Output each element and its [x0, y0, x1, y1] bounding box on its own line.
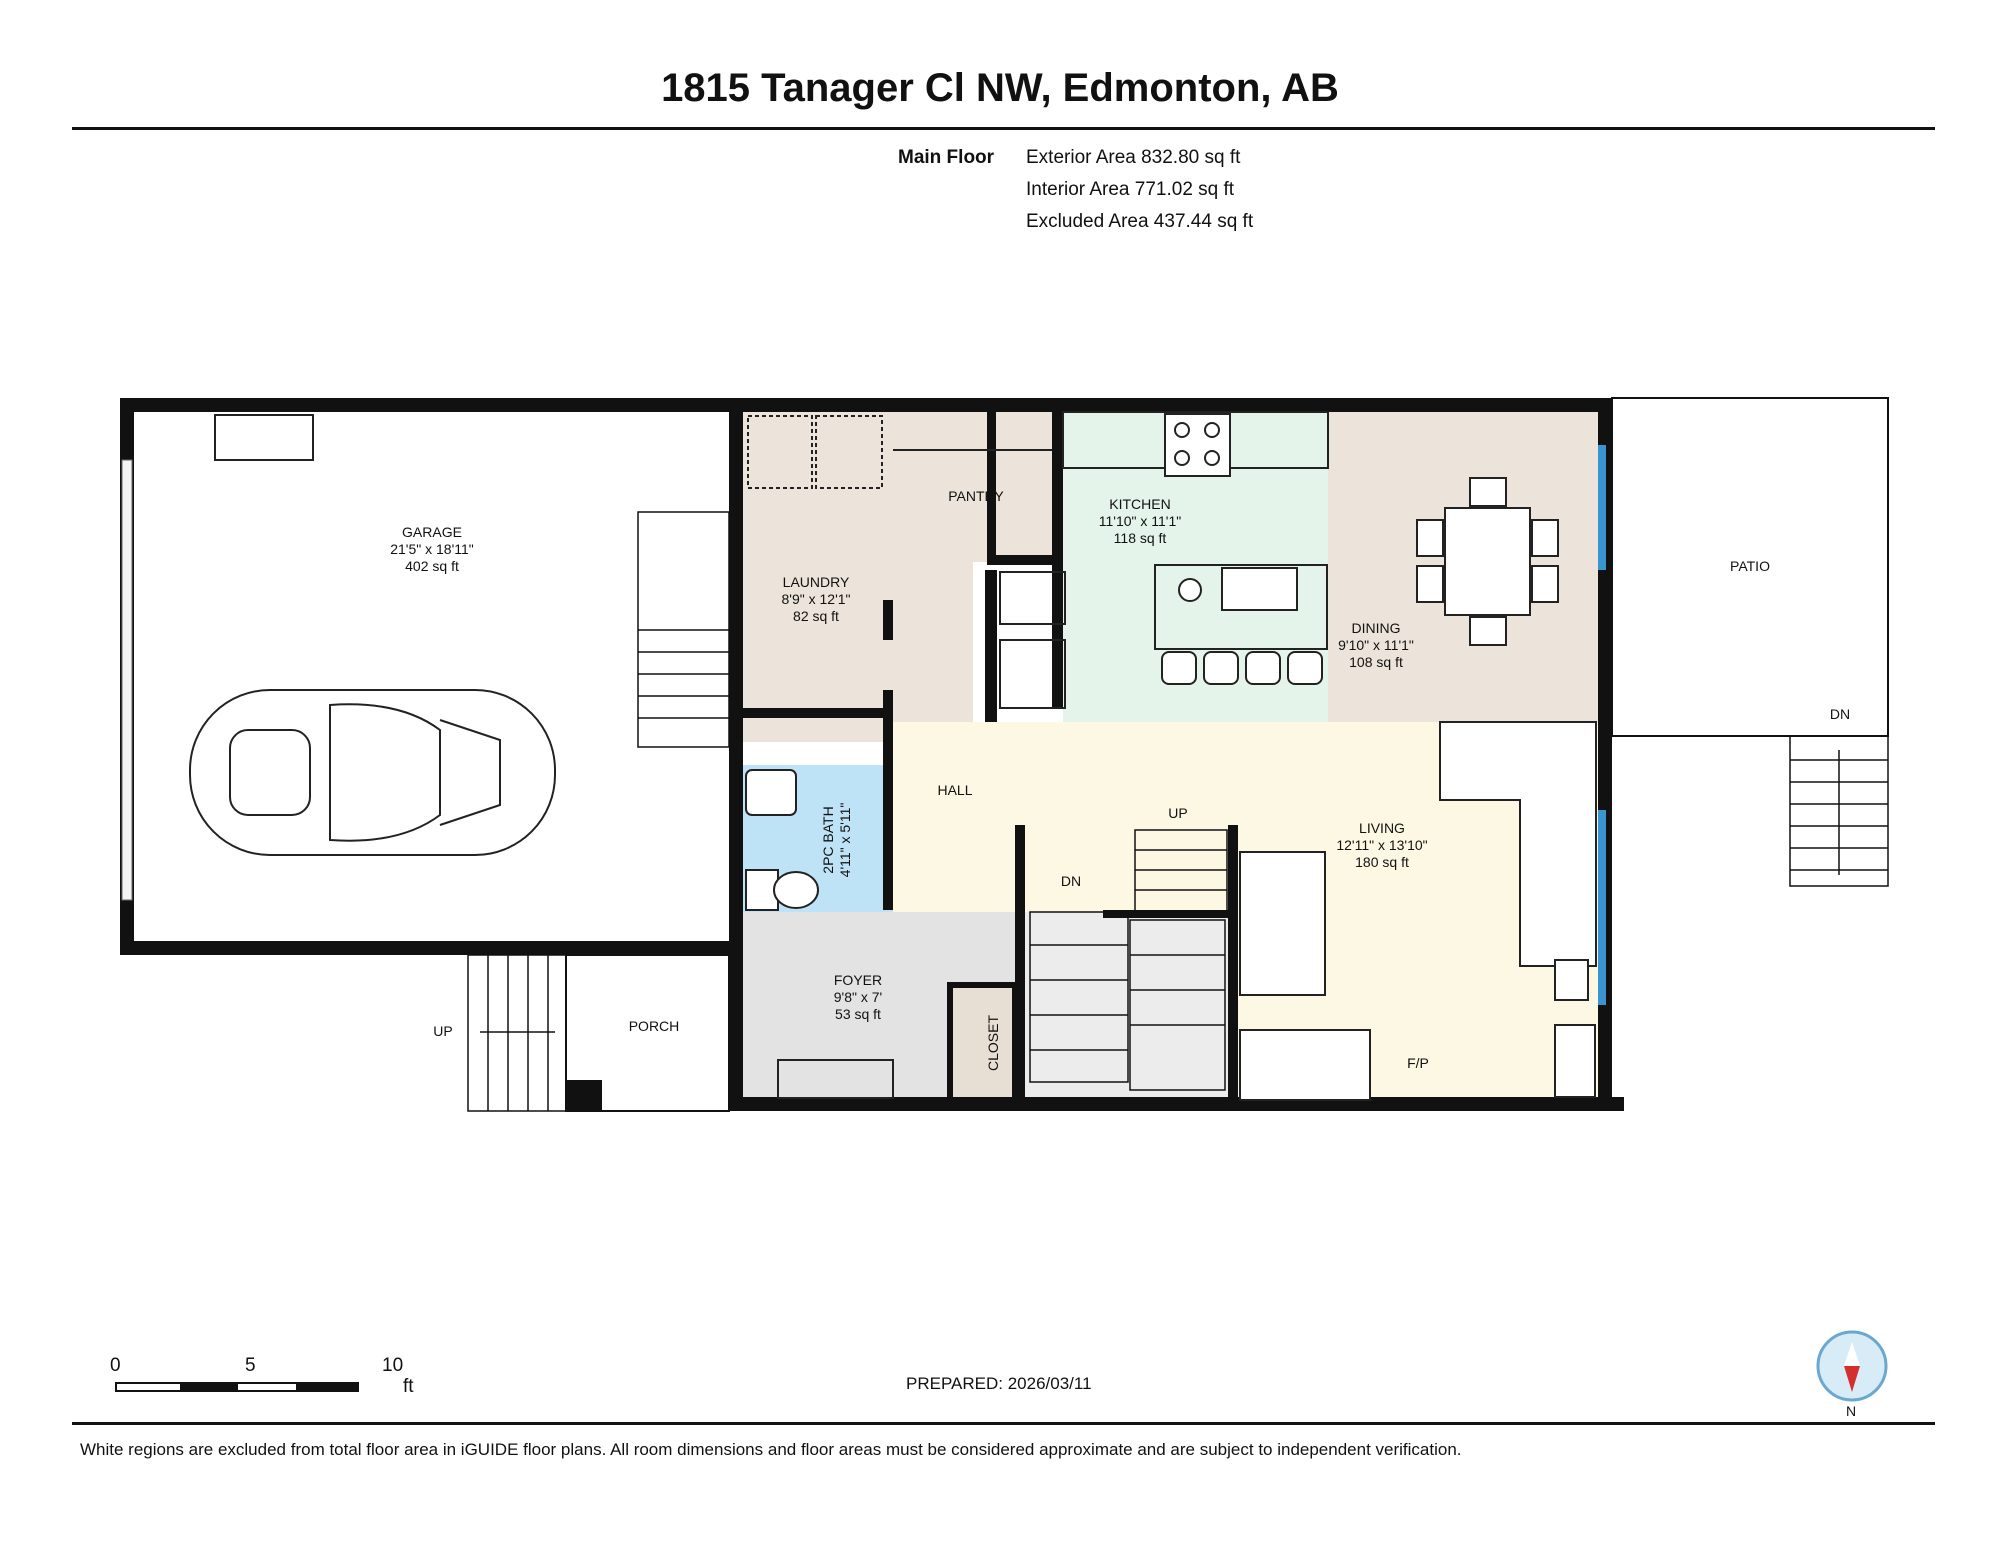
dining-dims: 9'10" x 11'1" [1338, 637, 1414, 653]
laundry-dims: 8'9" x 12'1" [782, 591, 851, 607]
excluded-area: Excluded Area 437.44 sq ft [1026, 211, 1254, 232]
interior-stairs [1029, 829, 1228, 1091]
scale-ten: 10 [382, 1355, 404, 1376]
foyer-name: FOYER [834, 972, 882, 988]
pantry-name: PANTRY [948, 488, 1004, 504]
stair-fill [1023, 912, 1228, 1102]
garage-area: 402 sq ft [405, 558, 459, 574]
porch-stairs [467, 954, 567, 1112]
porch-post [566, 1080, 602, 1111]
porch-up-label: UP [433, 1023, 452, 1039]
scale-zero: 0 [110, 1355, 121, 1376]
stair-dn-label: DN [1061, 873, 1081, 889]
scale-five: 5 [245, 1355, 256, 1376]
stair-up-label: UP [1168, 805, 1187, 821]
garage-name: GARAGE [402, 524, 462, 540]
foyer-dims: 9'8" x 7' [834, 989, 882, 1005]
compass-north-label: N [1846, 1403, 1857, 1419]
kitchen-dims: 11'10" x 11'1" [1099, 513, 1182, 529]
area-list: Exterior Area 832.80 sq ft Interior Area… [1026, 142, 1253, 238]
scale-unit: ft [403, 1376, 414, 1397]
patio-outline [1611, 397, 1889, 737]
footer-rule [72, 1422, 1935, 1425]
closet-name: CLOSET [985, 1015, 1001, 1071]
hall-name: HALL [937, 782, 972, 798]
living-name: LIVING [1359, 820, 1405, 836]
page-title: 1815 Tanager Cl NW, Edmonton, AB [661, 66, 1339, 110]
kitchen-name: KITCHEN [1109, 496, 1170, 512]
foyer-area: 53 sq ft [835, 1006, 881, 1022]
window-living [1598, 810, 1606, 1005]
living-furniture [1239, 721, 1597, 1101]
dining-area: 108 sq ft [1349, 654, 1403, 670]
fireplace-label: F/P [1407, 1055, 1429, 1071]
floor-name: Main Floor [898, 147, 995, 168]
patio-stairs [1789, 735, 1889, 887]
interior-area: Interior Area 771.02 sq ft [1026, 179, 1235, 200]
title-rule [72, 127, 1935, 130]
laundry-area: 82 sq ft [793, 608, 839, 624]
living-area: 180 sq ft [1355, 854, 1409, 870]
kitchen-area: 118 sq ft [1114, 530, 1167, 546]
kitchen-fixtures [999, 411, 1329, 709]
bath-name: 2PC BATH [820, 806, 836, 873]
pantry-fill [893, 412, 1063, 562]
garage-shelf [214, 414, 314, 461]
bath-fixtures [745, 769, 819, 911]
garage-door [121, 459, 133, 901]
compass-icon [1816, 1330, 1888, 1402]
disclaimer: White regions are excluded from total fl… [80, 1440, 1462, 1459]
laundry-name: LAUNDRY [783, 574, 850, 590]
exterior-area: Exterior Area 832.80 sq ft [1026, 147, 1241, 168]
porch-name: PORCH [629, 1018, 680, 1034]
car-icon [189, 689, 556, 856]
living-dims: 12'11" x 13'10" [1336, 837, 1427, 853]
bath-dims: 4'11" x 5'11" [837, 803, 853, 878]
closet-box [947, 982, 1018, 1103]
patio-dn-label: DN [1830, 706, 1850, 722]
prepared-date: PREPARED: 2026/03/11 [906, 1374, 1092, 1393]
patio-name: PATIO [1730, 558, 1770, 574]
scale-bar [115, 1382, 359, 1392]
dining-table [1416, 477, 1559, 646]
window-dining [1598, 445, 1606, 570]
foyer-bench [777, 1059, 894, 1099]
garage-dims: 21'5" x 18'11" [390, 541, 474, 557]
dining-name: DINING [1352, 620, 1401, 636]
garage-stairs [637, 511, 730, 748]
laundry-fixtures [747, 415, 883, 489]
room-labels: GARAGE 21'5" x 18'11" 402 sq ft LAUNDRY … [390, 488, 1850, 1071]
